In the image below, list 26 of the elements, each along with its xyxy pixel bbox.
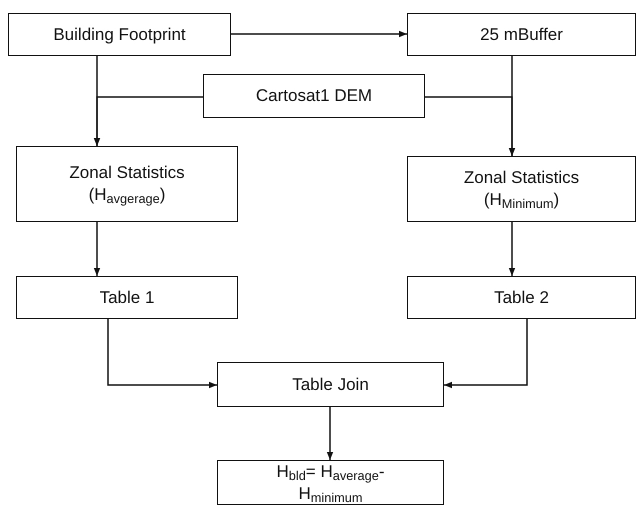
process-box: [8, 13, 231, 56]
process-box: [217, 460, 444, 505]
box-label: H$_{bld}$= H$_{average}$-H$_{minimum}$: [276, 460, 386, 504]
arrow: [444, 319, 528, 388]
arrow: [94, 222, 100, 276]
process-box: [16, 276, 238, 319]
box-label: Table 2: [494, 286, 549, 308]
box-label: 25 mBuffer: [480, 24, 563, 46]
box-label: Table 1: [100, 286, 154, 308]
arrow: [425, 96, 516, 156]
arrow: [94, 96, 203, 146]
process-box: [407, 13, 636, 56]
box-label: Zonal Statistics (H$_{avgerage}$): [68, 162, 186, 206]
arrow: [508, 222, 516, 276]
process-box: [16, 146, 238, 222]
arrow: [107, 319, 217, 388]
process-box: [203, 74, 425, 118]
arrow: [231, 30, 407, 38]
box-label: Table Join: [292, 374, 369, 396]
arrow: [326, 407, 334, 460]
box-label: Zonal Statistics (H$_{Minimum}$): [462, 167, 580, 211]
process-box: [217, 362, 444, 407]
box-label: Cartosat1 DEM: [256, 85, 372, 107]
process-box: [407, 276, 636, 319]
process-box: [407, 156, 636, 222]
box-label: Building Footprint: [53, 24, 186, 46]
